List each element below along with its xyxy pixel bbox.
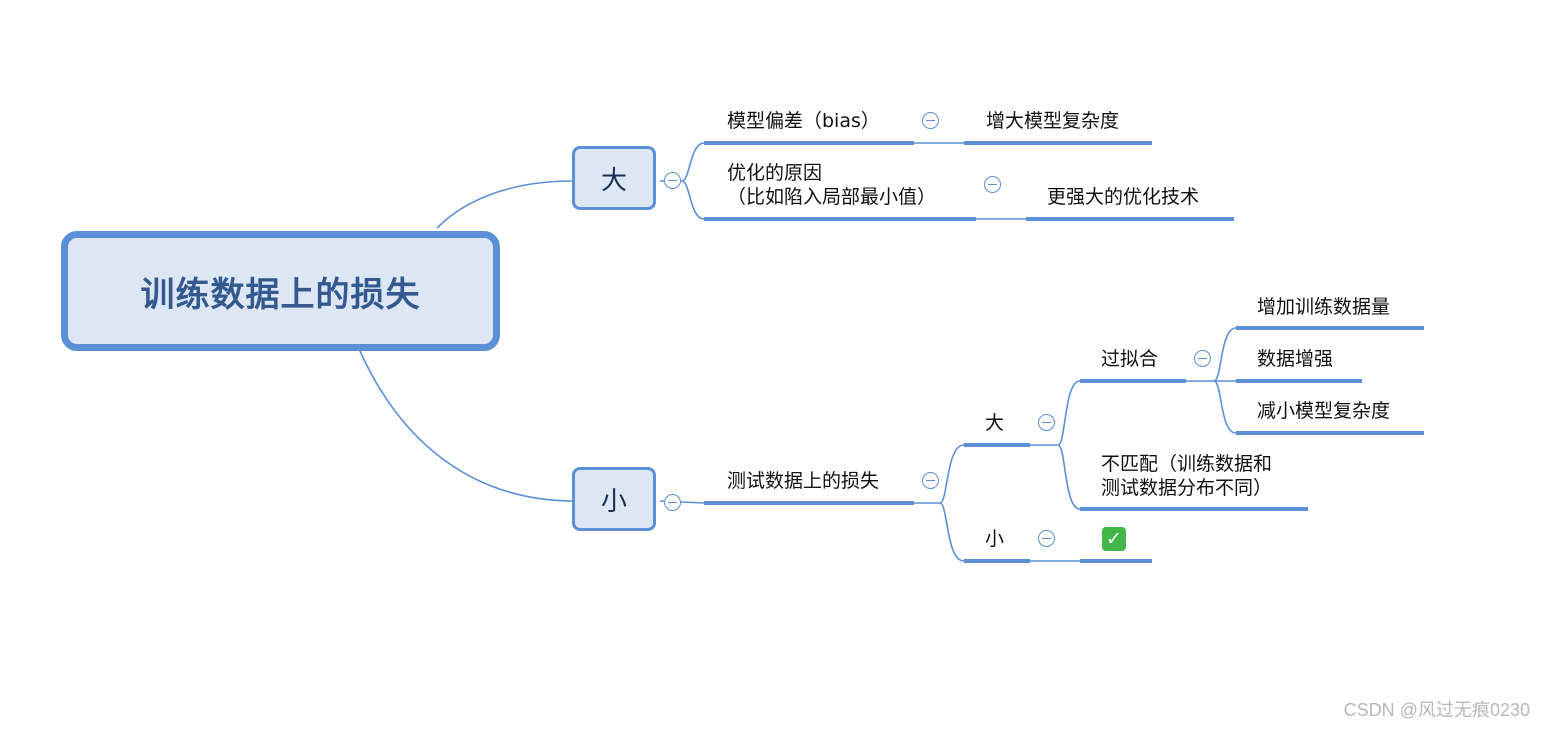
optimization-underline (704, 217, 976, 221)
test-large-label[interactable]: 大 (985, 412, 1005, 434)
collapse-icon[interactable] (984, 176, 1001, 193)
test-loss-underline (704, 501, 914, 505)
fix-augmentation-underline (1236, 379, 1362, 383)
mismatch-underline (1080, 507, 1308, 511)
check-underline (1080, 559, 1152, 563)
collapse-icon[interactable] (664, 494, 681, 511)
root-node[interactable]: 训练数据上的损失 (61, 231, 500, 351)
test-small-underline (964, 559, 1030, 563)
collapse-icon[interactable] (1194, 350, 1211, 367)
root-label: 训练数据上的损失 (140, 274, 421, 315)
branch-small-label: 小 (600, 486, 627, 517)
mismatch-label-line1[interactable]: 不匹配（训练数据和 (1101, 453, 1273, 475)
collapse-icon[interactable] (664, 172, 681, 189)
fix-reduce-complexity[interactable]: 减小模型复杂度 (1257, 400, 1391, 422)
bias-fix-underline (964, 141, 1152, 145)
mismatch-label-line2[interactable]: 测试数据分布不同） (1101, 477, 1273, 499)
test-large-underline (964, 443, 1030, 447)
bias-underline (704, 141, 914, 145)
optimization-fix-label[interactable]: 更强大的优化技术 (1047, 186, 1200, 208)
bias-fix-label[interactable]: 增大模型复杂度 (986, 110, 1120, 132)
overfit-label[interactable]: 过拟合 (1101, 348, 1159, 370)
fix-more-data-underline (1236, 326, 1424, 330)
check-mark-icon: ✓ (1102, 527, 1126, 551)
fix-reduce-complexity-underline (1236, 431, 1424, 435)
test-loss-label[interactable]: 测试数据上的损失 (727, 470, 880, 492)
bias-label[interactable]: 模型偏差（bias） (727, 110, 880, 132)
optimization-fix-underline (1026, 217, 1234, 221)
fix-more-data[interactable]: 增加训练数据量 (1257, 296, 1391, 318)
optimization-label-line1[interactable]: 优化的原因 (727, 162, 823, 184)
collapse-icon[interactable] (922, 472, 939, 489)
collapse-icon[interactable] (1038, 414, 1055, 431)
branch-large-node[interactable]: 大 (572, 146, 656, 210)
branch-small-node[interactable]: 小 (572, 467, 656, 531)
collapse-icon[interactable] (1038, 530, 1055, 547)
test-small-label[interactable]: 小 (985, 528, 1005, 550)
watermark: CSDN @风过无痕0230 (1343, 700, 1530, 720)
overfit-underline (1080, 379, 1186, 383)
collapse-icon[interactable] (922, 112, 939, 129)
optimization-label-line2[interactable]: （比如陷入局部最小值） (727, 186, 937, 208)
fix-augmentation[interactable]: 数据增强 (1257, 348, 1334, 370)
branch-large-label: 大 (600, 165, 627, 196)
